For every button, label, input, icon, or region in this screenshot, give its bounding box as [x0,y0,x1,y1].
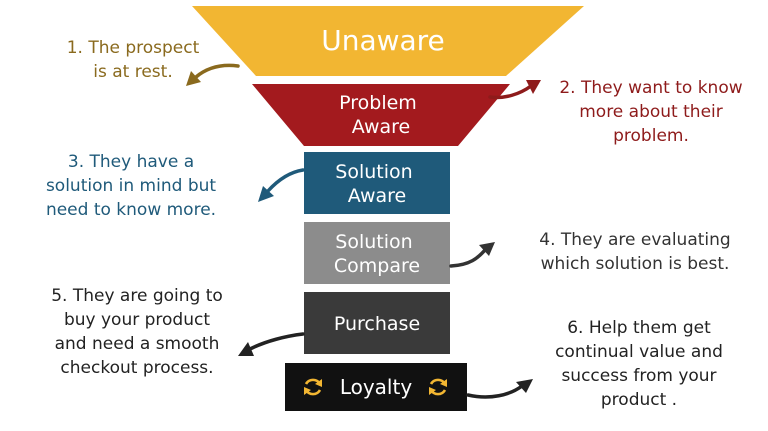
arrow-note-4 [449,242,495,268]
refresh-icon [304,378,322,396]
note-5: 5. They are going to buy your product an… [24,284,250,380]
label-problem-aware: Problem Aware [339,92,423,138]
arrow-note-6 [466,379,533,399]
funnel-stage-loyalty [285,363,467,411]
note-5-line: checkout process. [60,358,214,378]
note-1-line: is at rest. [93,62,173,82]
note-1-line: 1. The prospect [66,38,200,58]
label-loyalty: Loyalty [340,375,413,399]
note-5-line: buy your product [63,310,211,330]
note-2: 2. They want to know more about their pr… [540,76,762,148]
note-6: 6. Help them get continual value and suc… [528,316,750,412]
label-solution-compare: Solution Compare [334,231,420,277]
note-1: 1. The prospect is at rest. [38,36,228,84]
note-5-line: 5. They are going to [51,286,223,306]
funnel-stage-purchase [304,292,450,354]
funnel-stage-problem-aware [252,84,510,146]
note-3: 3. They have a solution in mind but need… [22,150,240,222]
note-4: 4. They are evaluating which solution is… [510,228,760,276]
note-2-line: more about their [579,102,723,122]
label-solution-aware: Solution Aware [335,161,418,207]
funnel-stage-unaware [192,6,584,76]
note-4-line: which solution is best. [540,254,730,274]
note-3-line: need to know more. [45,200,217,220]
note-4-line: 4. They are evaluating [539,230,731,250]
note-3-line: solution in mind but [45,176,217,196]
arrow-note-3 [258,168,305,202]
funnel-stage-solution-aware [304,152,450,214]
note-6-line: product . [600,390,678,410]
label-purchase: Purchase [334,313,420,335]
note-5-line: and need a smooth [54,334,220,354]
note-6-line: 6. Help them get [567,318,711,338]
arrow-note-1 [186,63,240,86]
funnel-stage-solution-compare [304,222,450,284]
arrow-note-2 [488,80,541,100]
label-unaware: Unaware [321,24,445,57]
note-3-line: 3. They have a [67,152,195,172]
refresh-icon [429,378,447,396]
note-6-line: success from your [561,366,717,386]
note-6-line: continual value and [555,342,723,362]
arrow-note-5 [238,332,305,356]
note-2-line: problem. [613,126,689,146]
note-2-line: 2. They want to know [559,78,743,98]
